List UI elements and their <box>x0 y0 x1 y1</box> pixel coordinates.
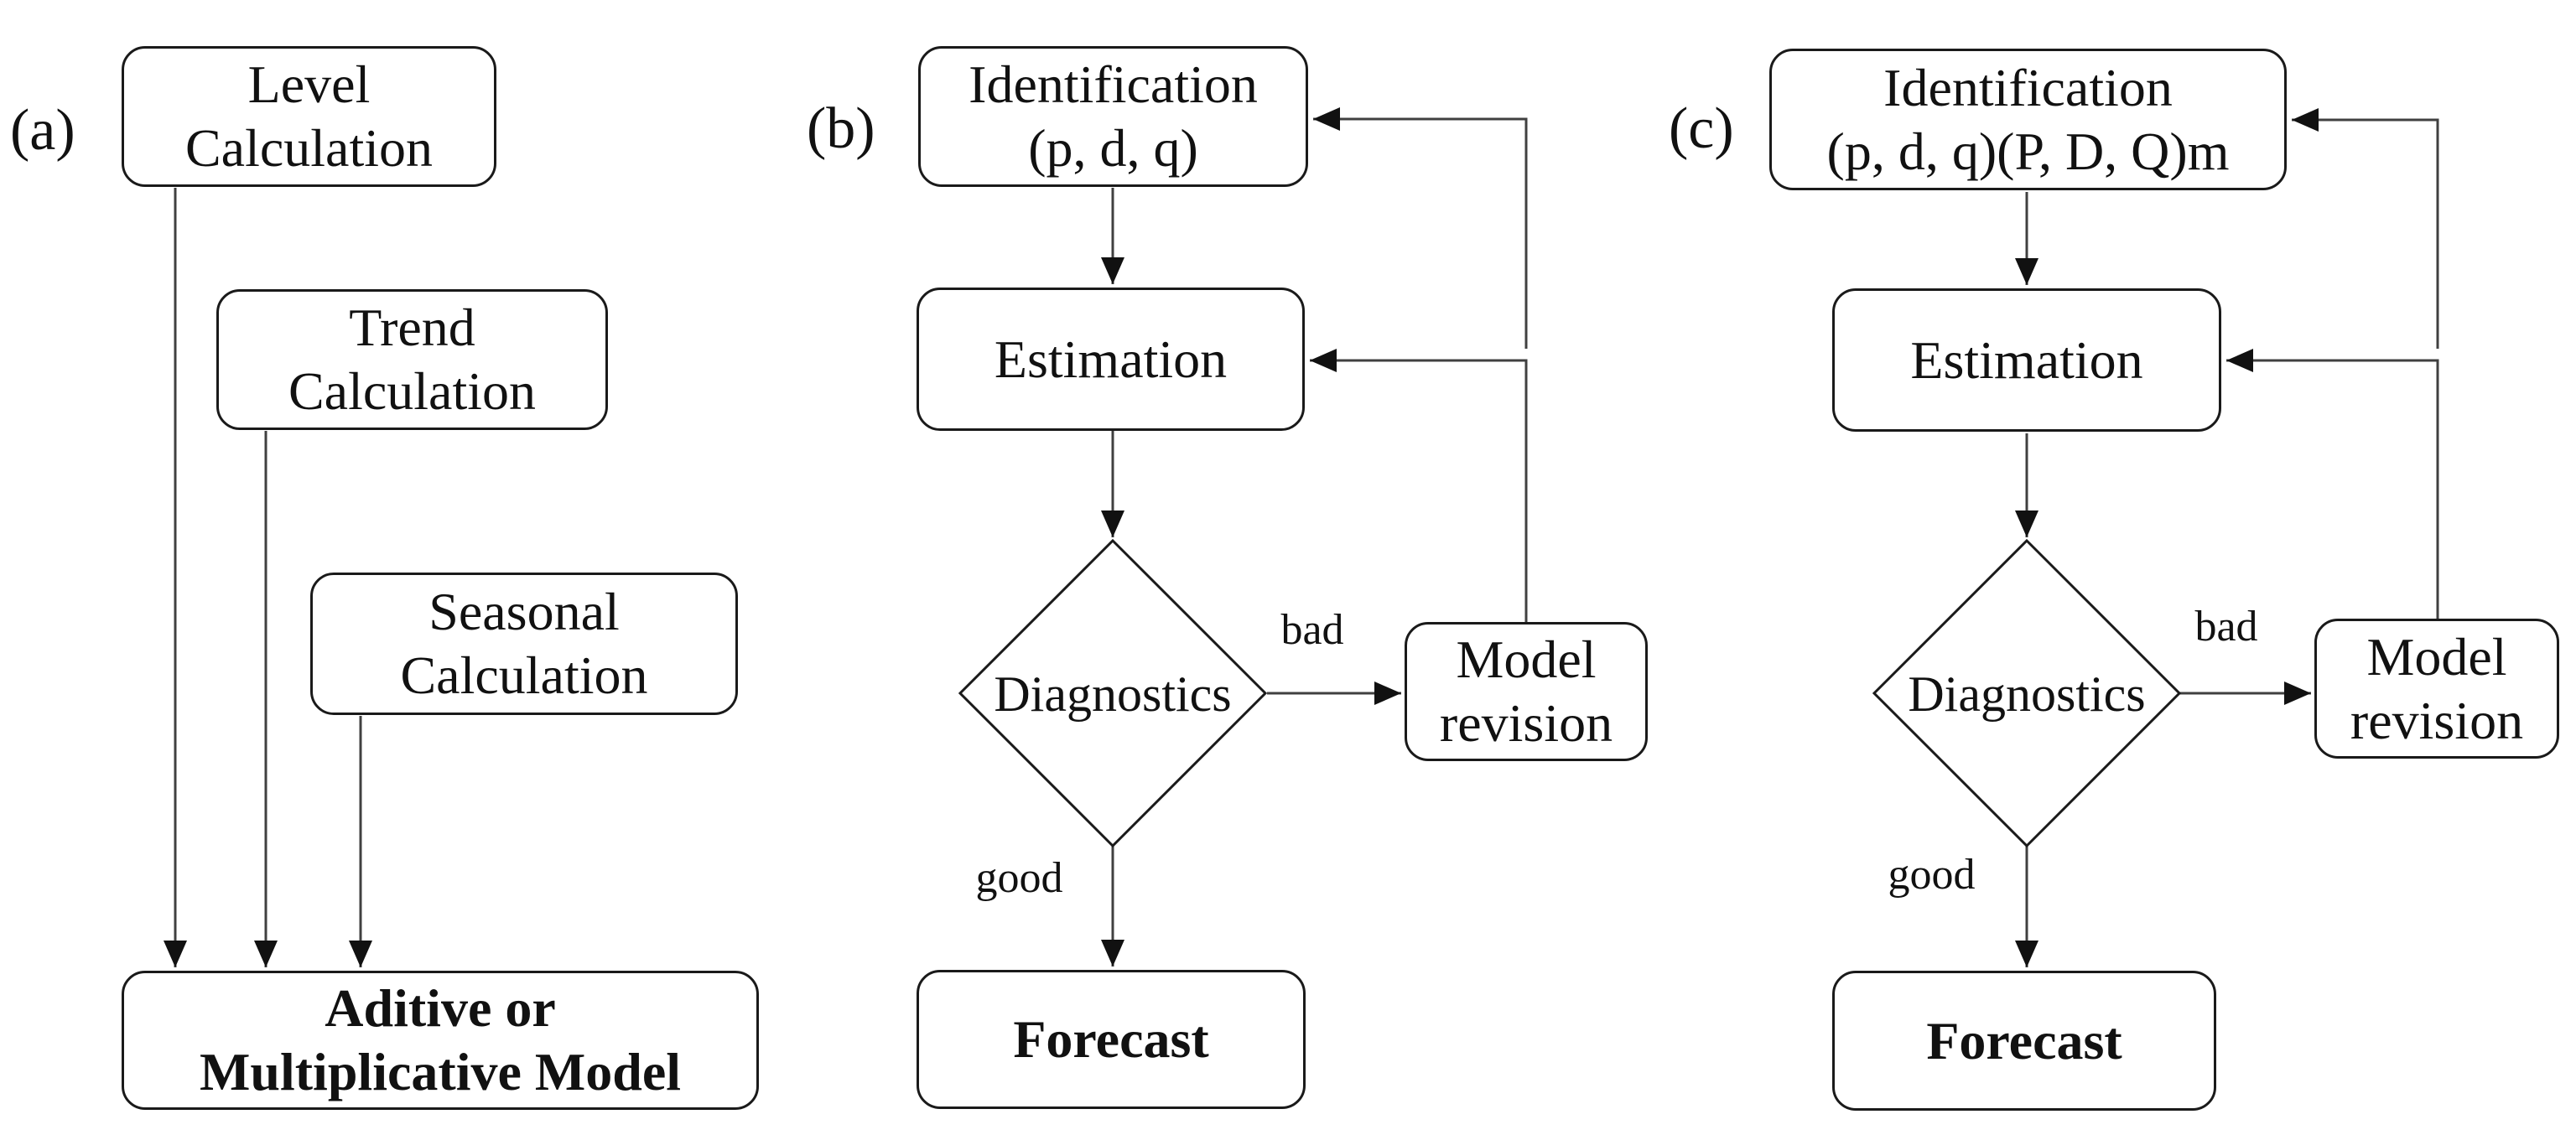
feedback-c-revision-to-identification <box>2292 108 2439 349</box>
forecast-box-b: Forecast <box>917 970 1306 1109</box>
model-revision-box-b: Model revision <box>1405 622 1648 761</box>
estimation-box-c: Estimation <box>1832 288 2221 432</box>
model-revision-c-line2: revision <box>2350 690 2524 750</box>
diagnostics-label-b: Diagnostics <box>994 666 1232 722</box>
seasonal-calculation-box: Seasonal Calculation <box>310 573 738 715</box>
forecast-c-text: Forecast <box>1926 1010 2122 1070</box>
trend-calculation-box: Trend Calculation <box>216 289 608 430</box>
estimation-c-text: Estimation <box>1910 329 2143 390</box>
identification-box-b: Identification (p, d, q) <box>918 46 1308 187</box>
feedback-b-revision-to-estimation <box>1310 349 1528 622</box>
diagnostics-diamond-b <box>958 538 1268 848</box>
level-calculation-line1: Level <box>247 54 371 115</box>
good-label-c: good <box>1888 851 1976 899</box>
feedback-b-revision-to-identification <box>1313 107 1528 349</box>
identification-b-line1: Identification <box>969 54 1258 115</box>
seasonal-calculation-line2: Calculation <box>400 645 648 705</box>
model-revision-b-line1: Model <box>1456 630 1597 690</box>
model-revision-c-line1: Model <box>2366 626 2507 687</box>
diagnostics-label-c: Diagnostics <box>1908 666 2146 722</box>
level-calculation-box: Level Calculation <box>122 46 496 187</box>
panel-a-label: (a) <box>10 98 75 163</box>
bad-label-c: bad <box>2194 603 2258 650</box>
model-revision-b-line2: revision <box>1439 693 1613 753</box>
forecast-box-c: Forecast <box>1832 971 2216 1111</box>
estimation-b-text: Estimation <box>994 329 1228 389</box>
model-box-line2: Multiplicative Model <box>199 1042 682 1101</box>
identification-c-line1: Identification <box>1883 57 2173 117</box>
bad-label-b: bad <box>1280 606 1344 654</box>
trend-calculation-line1: Trend <box>349 298 475 358</box>
good-label-b: good <box>975 854 1063 902</box>
additive-multiplicative-model-box: Aditive or Multiplicative Model <box>122 971 759 1110</box>
identification-b-line2: (p, d, q) <box>1028 118 1198 178</box>
identification-box-c: Identification (p, d, q)(P, D, Q)m <box>1769 49 2287 190</box>
identification-c-line2: (p, d, q)(P, D, Q)m <box>1826 121 2230 181</box>
level-calculation-line2: Calculation <box>184 118 434 178</box>
estimation-box-b: Estimation <box>917 288 1305 431</box>
trend-calculation-line2: Calculation <box>288 361 537 421</box>
feedback-c-revision-to-estimation <box>2226 349 2439 619</box>
seasonal-calculation-line1: Seasonal <box>428 582 620 642</box>
forecast-b-text: Forecast <box>1013 1009 1209 1070</box>
model-box-line1: Aditive or <box>325 978 556 1039</box>
model-revision-box-c: Model revision <box>2314 619 2559 759</box>
panel-b-label: (b) <box>807 96 875 161</box>
diagnostics-diamond-c <box>1872 538 2182 848</box>
panel-c-label: (c) <box>1669 96 1734 161</box>
